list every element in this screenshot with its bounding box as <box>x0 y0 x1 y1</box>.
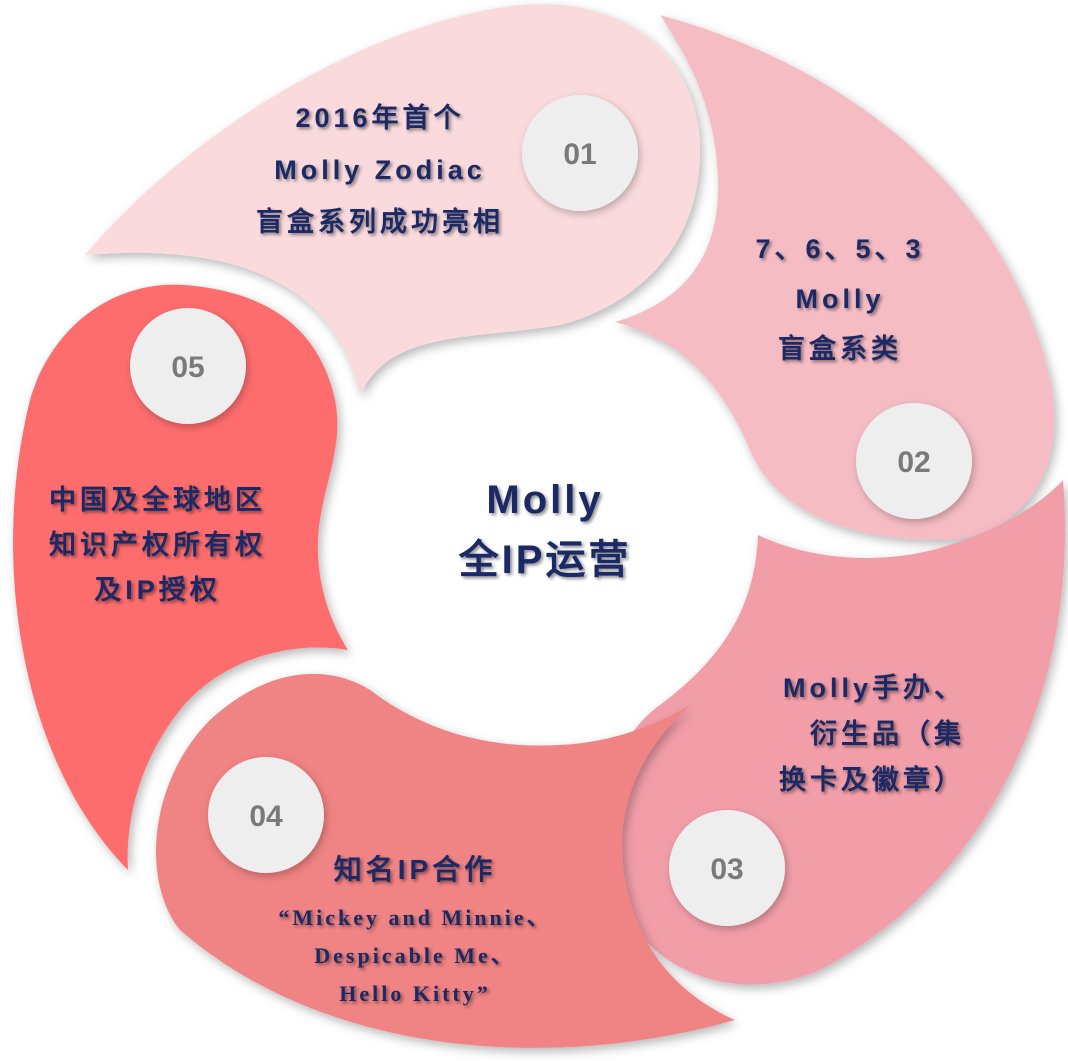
segment-05-line-2: 知识产权所有权 <box>49 530 266 560</box>
center-label-line-1: Molly <box>486 478 604 522</box>
segment-03-text: Molly手办、 衍生品（集 换卡及徽章） <box>725 665 965 803</box>
segment-05-line-3: 及IP授权 <box>94 575 221 605</box>
badge-02: 02 <box>856 403 972 519</box>
center-label: Molly 全IP运营 <box>430 470 660 590</box>
badge-02-number: 02 <box>897 446 930 479</box>
badge-01-number: 01 <box>563 138 596 171</box>
segment-02-text: 7、6、5、3 Molly 盲盒系类 <box>720 224 960 374</box>
segment-02-shape <box>615 15 1055 540</box>
badge-03: 03 <box>669 810 785 926</box>
segment-05-shape <box>13 284 349 870</box>
segment-05-text: 中国及全球地区 知识产权所有权 及IP授权 <box>25 478 290 613</box>
segment-03-line-2: 衍生品（集 <box>810 719 965 749</box>
segment-05-line-1: 中国及全球地区 <box>49 485 266 515</box>
badge-04: 04 <box>208 757 324 873</box>
segment-04-line-1: “Mickey and Minnie、 <box>278 905 552 930</box>
badge-05: 05 <box>130 308 246 424</box>
segment-02-line-3: 盲盒系类 <box>778 334 902 364</box>
segment-04-title-line: 知名IP合作 <box>333 854 497 885</box>
badge-01: 01 <box>522 95 638 211</box>
segment-01-shape <box>85 4 700 396</box>
segment-01-line-1: 2016年首个 <box>295 103 465 133</box>
segment-02-line-1: 7、6、5、3 <box>755 234 925 264</box>
badge-03-number: 03 <box>710 853 743 886</box>
segment-04-line-2: Despicable Me、 <box>314 943 516 968</box>
segment-01-line-3: 盲盒系列成功亮相 <box>256 207 504 237</box>
segment-03-line-1: Molly手办、 <box>782 673 965 703</box>
segment-04-line-3: Hello Kitty” <box>339 981 491 1006</box>
badge-05-number: 05 <box>171 351 204 384</box>
segment-03-line-3: 换卡及徽章） <box>779 765 965 795</box>
segment-04-shape <box>156 673 735 1048</box>
segment-01-text: 2016年首个 Molly Zodiac 盲盒系列成功亮相 <box>215 92 545 248</box>
segment-02-line-2: Molly <box>795 284 885 314</box>
center-label-line-2: 全IP运营 <box>458 538 632 582</box>
segment-01-line-2: Molly Zodiac <box>274 155 486 185</box>
badge-04-number: 04 <box>249 800 283 833</box>
segment-04-text: “Mickey and Minnie、 Despicable Me、 Hello… <box>215 899 615 1013</box>
segment-04-title: 知名IP合作 <box>300 850 530 890</box>
